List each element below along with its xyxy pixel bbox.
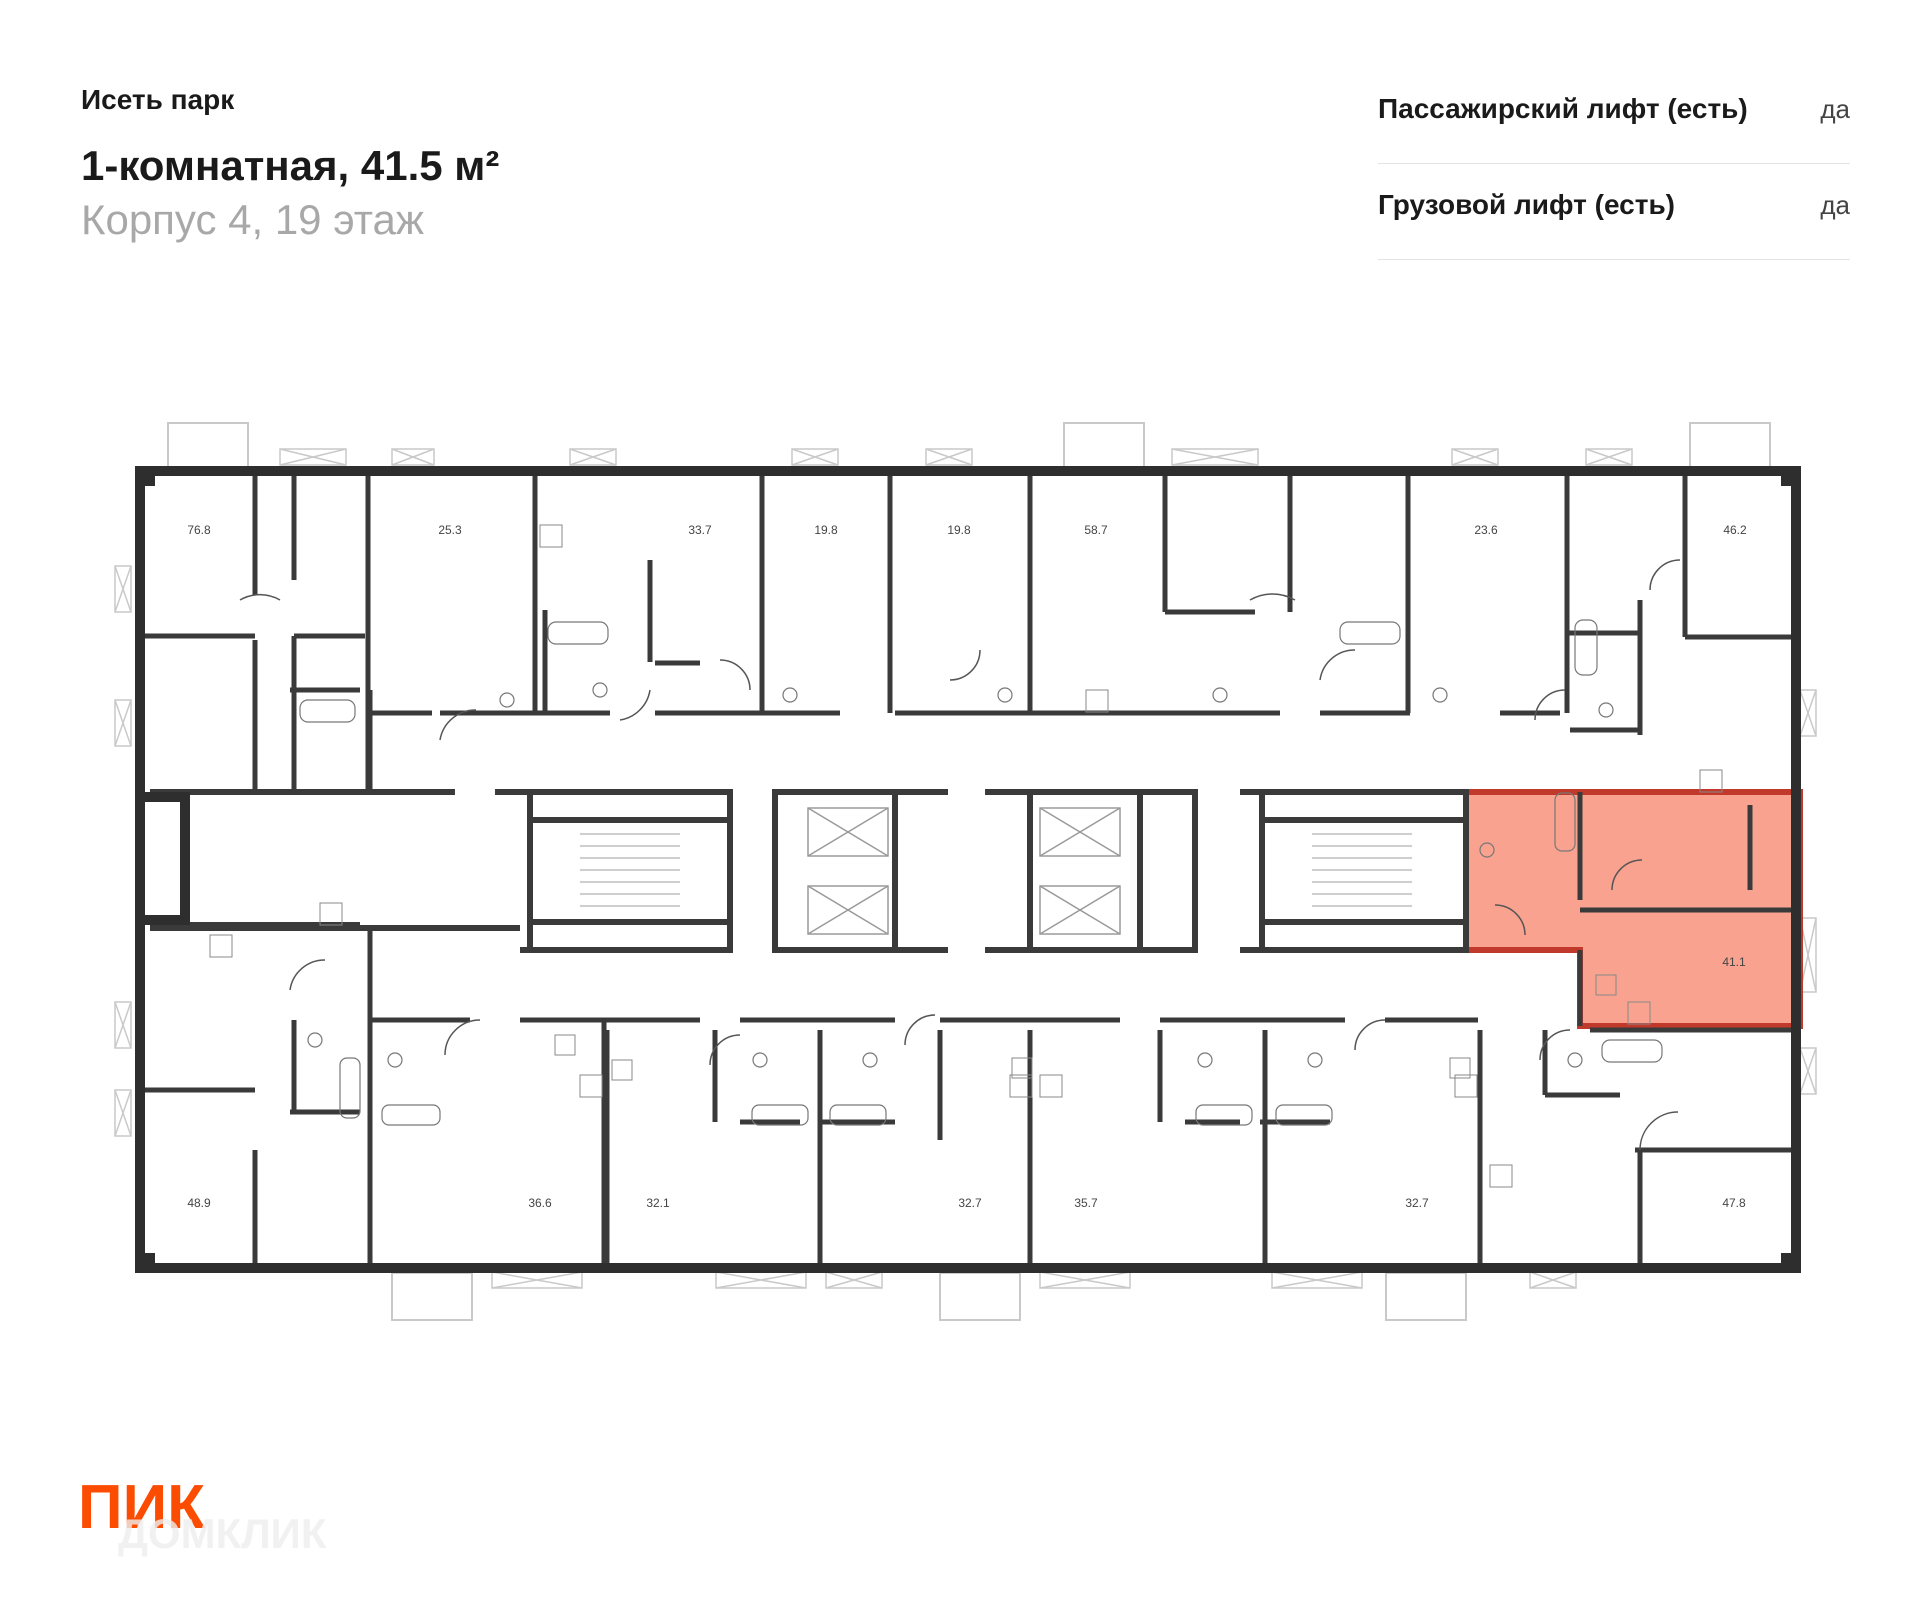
spec-passenger-lift: Пассажирский лифт (есть) да (1378, 70, 1850, 164)
complex-name: Исеть парк (81, 84, 235, 115)
area-label-32-1: 32.1 (646, 1196, 670, 1210)
bath-fixtures (299, 619, 1663, 1126)
apartment-title: 1-комнатная, 41.5 м² (81, 142, 500, 189)
windows (114, 448, 1817, 1289)
area-label-46-2: 46.2 (1723, 523, 1747, 537)
area-label-32-7-a: 32.7 (958, 1196, 982, 1210)
area-labels: 76.8 25.3 33.7 19.8 19.8 58.7 23.6 46.2 … (187, 523, 1747, 1210)
spec-label: Пассажирский лифт (есть) (1378, 93, 1748, 124)
area-label-19-8-a: 19.8 (814, 523, 838, 537)
spec-label: Грузовой лифт (есть) (1378, 189, 1675, 220)
area-label-selected: 41.1 (1722, 955, 1746, 969)
area-label-35-7: 35.7 (1074, 1196, 1098, 1210)
area-label-23-6: 23.6 (1474, 523, 1498, 537)
area-label-48-9: 48.9 (187, 1196, 211, 1210)
area-label-36-6: 36.6 (528, 1196, 552, 1210)
pik-logo: ПИК ДОМКЛИК (78, 1473, 438, 1581)
building-core (527, 789, 1469, 953)
kitchen-stoves (209, 524, 1723, 1188)
area-label-25-3: 25.3 (438, 523, 462, 537)
spec-value: да (1820, 189, 1850, 220)
spec-value: да (1820, 93, 1850, 124)
door-swings (239, 559, 1681, 1151)
specs-list: Пассажирский лифт (есть) да Грузовой лиф… (1378, 70, 1850, 262)
stairs (580, 833, 1412, 907)
area-label-33-7: 33.7 (688, 523, 712, 537)
logo-graphic: ПИК ДОМКЛИК (78, 1473, 327, 1557)
watermark-text: ДОМКЛИК (118, 1510, 327, 1557)
elevator-shafts (807, 807, 1121, 935)
area-label-76-8: 76.8 (187, 523, 211, 537)
spec-freight-lift: Грузовой лифт (есть) да (1378, 166, 1850, 260)
building-floor: Корпус 4, 19 этаж (81, 196, 424, 243)
outer-wall (135, 466, 1801, 1273)
brand-text: ПИК (78, 1476, 205, 1542)
area-label-32-7-b: 32.7 (1405, 1196, 1429, 1210)
area-label-19-8-b: 19.8 (947, 523, 971, 537)
area-label-58-7: 58.7 (1084, 523, 1108, 537)
area-label-47-8: 47.8 (1722, 1196, 1746, 1210)
apartment-walls (136, 609, 1800, 1153)
